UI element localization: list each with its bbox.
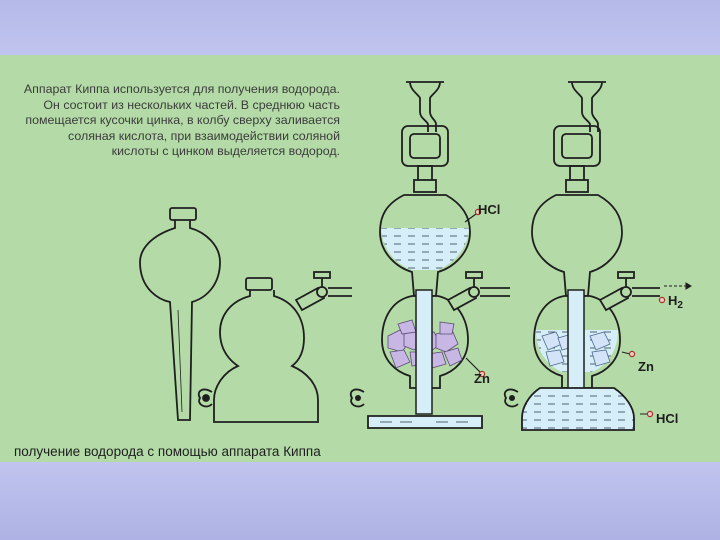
apparatus-right: [503, 81, 692, 431]
bottom-band: [0, 462, 720, 540]
label-h2: H2: [668, 293, 683, 311]
funnel-part: [139, 207, 221, 421]
lower-flask-part: [197, 271, 352, 423]
label-zn-right: Zn: [638, 359, 654, 374]
label-zn-middle: Zn: [474, 371, 490, 386]
label-hcl-top: HCl: [478, 202, 500, 217]
zinc-pieces-right: [541, 331, 611, 367]
description-text: Аппарат Киппа используется для получения…: [23, 82, 340, 158]
label-hcl-bottom: HCl: [656, 411, 678, 426]
caption: получение водорода с помощью аппарата Ки…: [14, 444, 321, 459]
top-band: [0, 0, 720, 55]
apparatus-middle: [349, 81, 510, 429]
